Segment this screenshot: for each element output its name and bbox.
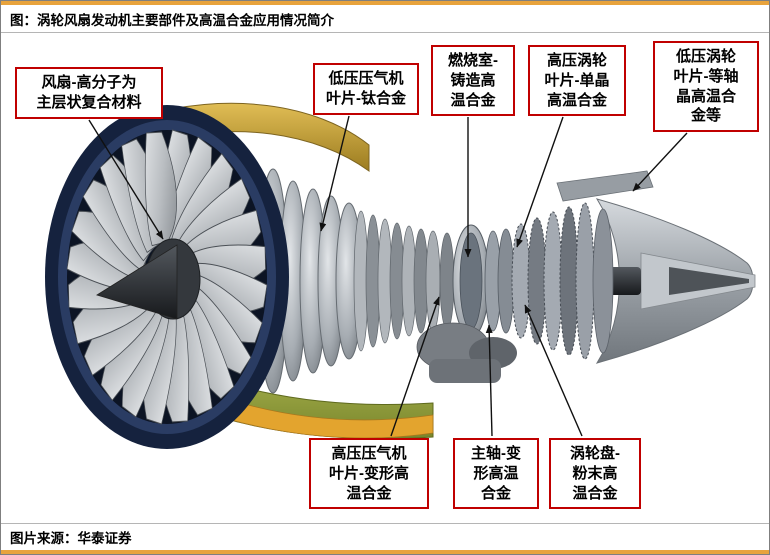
- hp-turbine-group: [484, 228, 515, 334]
- callout-line-hp-compressor-blades: [390, 296, 440, 437]
- callout-line-main-shaft: [485, 324, 493, 437]
- callout-fan: 风扇-高分子为 主层状复合材料: [15, 67, 163, 119]
- figure-header: 图：涡轮风扇发动机主要部件及高温合金应用情况简介: [1, 5, 769, 33]
- figure-title: 图：涡轮风扇发动机主要部件及高温合金应用情况简介: [10, 12, 334, 28]
- callout-lp-compressor-blades: 低压压气机 叶片-钛合金: [313, 63, 419, 115]
- callout-line-lp-compressor-blades: [319, 115, 350, 232]
- engine-diagram: 风扇-高分子为 主层状复合材料 低压压气机 叶片-钛合金 燃烧室- 铸造高 温合…: [1, 33, 769, 525]
- rear-frame-ring: [592, 208, 614, 354]
- figure-footer: 图片来源：华泰证券: [1, 523, 769, 550]
- callout-turbine-disk: 涡轮盘- 粉末高 温合金: [549, 438, 641, 510]
- spinner-cone: [96, 244, 178, 320]
- hp-compressor-group: [353, 210, 455, 352]
- exhaust-cone-inner: [669, 267, 749, 295]
- callout-line-hp-turbine-blades: [516, 116, 564, 248]
- top-accent-bar: [1, 1, 769, 5]
- bottom-accent-bar: [1, 550, 769, 554]
- bottom-casing-rim: [200, 394, 434, 439]
- callout-hp-turbine-blades: 高压涡轮 叶片-单晶 高温合金: [528, 45, 626, 117]
- callout-line-turbine-disk: [524, 304, 583, 437]
- accessory-gearbox: [416, 322, 517, 383]
- callout-lines: [88, 115, 688, 437]
- image-source: 图片来源：华泰证券: [10, 531, 132, 546]
- callout-hp-compressor-blades: 高压压气机 叶片-变形高 温合金: [309, 438, 429, 510]
- callout-combustor: 燃烧室- 铸造高 温合金: [431, 45, 515, 117]
- callout-line-lp-turbine-blades: [632, 132, 688, 192]
- callout-main-shaft: 主轴-变 形高温 合金: [453, 438, 539, 510]
- callout-lp-turbine-blades: 低压涡轮 叶片-等轴 晶高温合 金等: [653, 41, 759, 133]
- engine-mount: [556, 170, 654, 202]
- combustor-group: [452, 224, 490, 338]
- lp-turbine-group: [511, 202, 595, 360]
- fan-group: [45, 105, 289, 449]
- engine-illustration: [45, 102, 756, 449]
- callout-line-fan: [88, 119, 164, 240]
